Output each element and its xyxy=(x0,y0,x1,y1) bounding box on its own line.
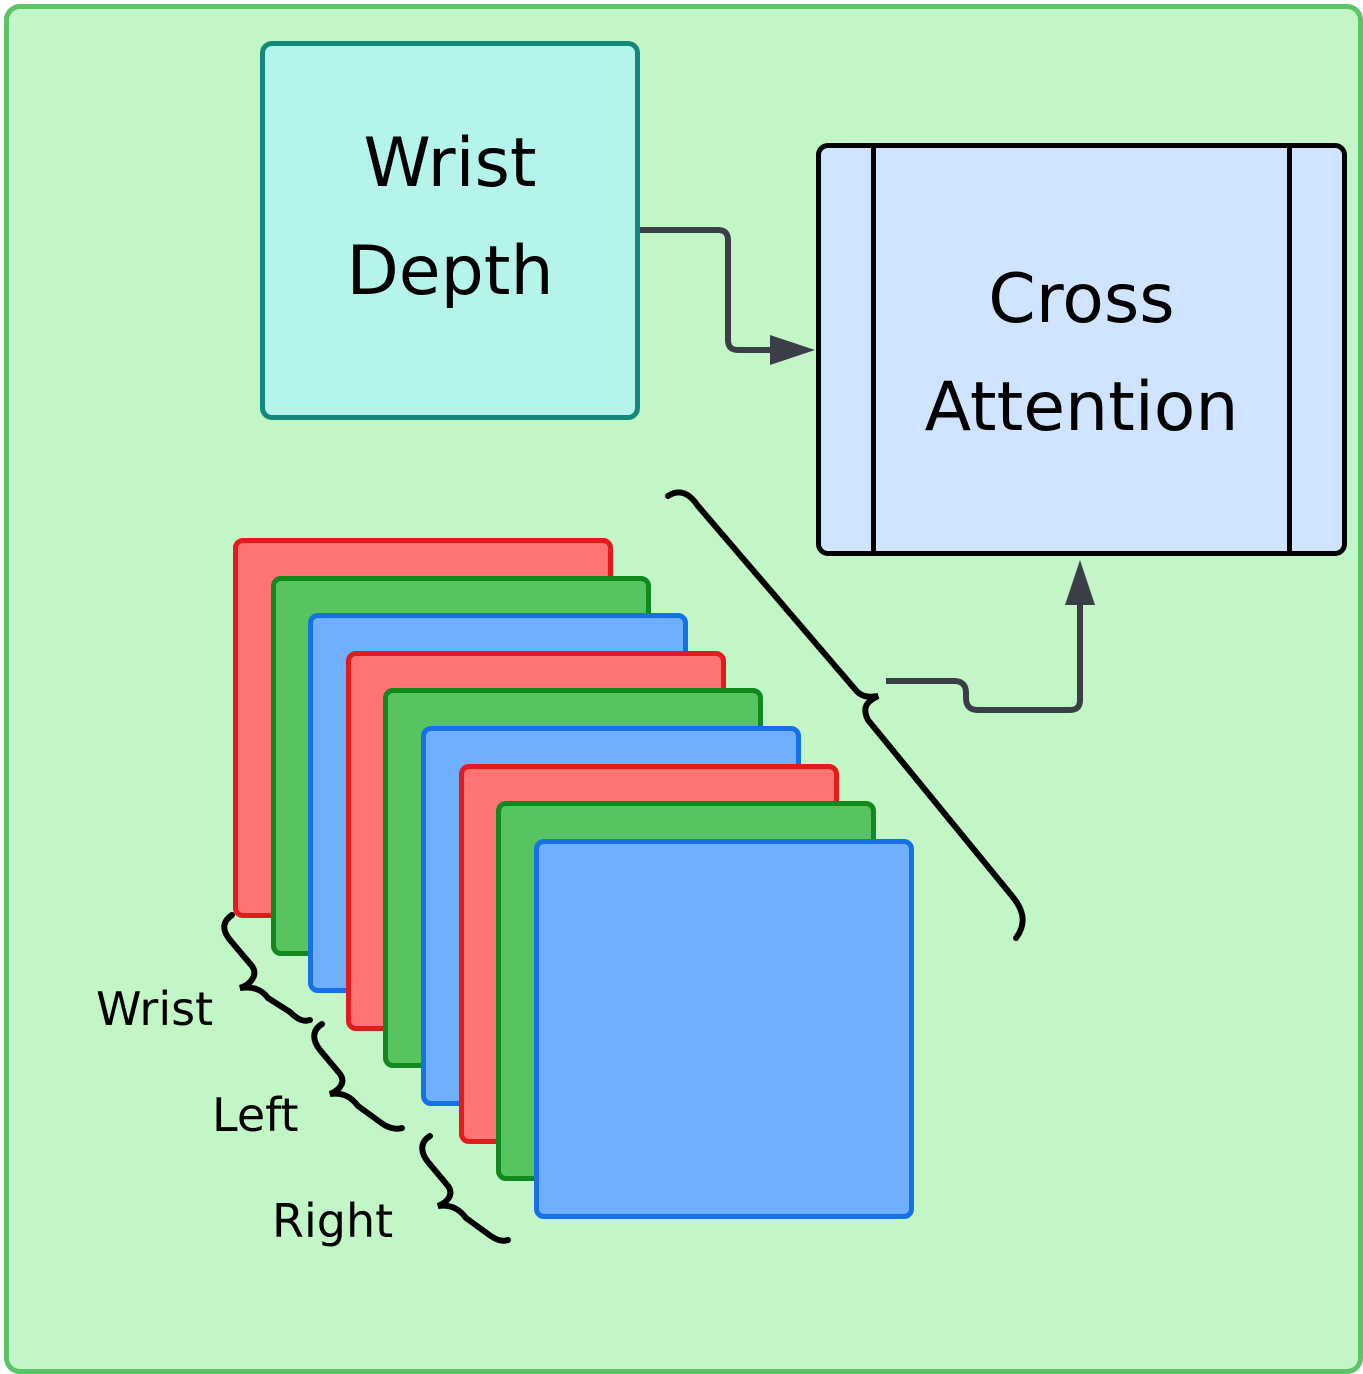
arrow-frame-stack-to-cross-attention xyxy=(886,600,1083,713)
stack-label-left: Left xyxy=(212,1088,299,1142)
cross-attention-left-bar xyxy=(871,148,876,551)
wrist-depth-label-line-2: Depth xyxy=(346,232,554,311)
brace-right xyxy=(419,1133,511,1244)
wrist-depth-box: Wrist Depth xyxy=(260,41,640,420)
stack-label-right: Right xyxy=(272,1194,394,1248)
wrist-depth-label-line-1: Wrist xyxy=(363,124,537,203)
arrowhead-cross-attention-left xyxy=(770,335,815,365)
brace-frame-stack xyxy=(665,489,1026,941)
cross-attention-label-line-2: Attention xyxy=(924,368,1239,447)
cross-attention-box: Cross Attention xyxy=(816,143,1347,556)
brace-wrist xyxy=(221,912,313,1024)
brace-left xyxy=(311,1021,405,1132)
frame-blue-9 xyxy=(534,839,914,1219)
cross-attention-label-line-1: Cross xyxy=(988,260,1175,339)
arrow-wrist-depth-to-cross-attention xyxy=(640,227,776,353)
stack-label-wrist: Wrist xyxy=(96,982,214,1036)
cross-attention-right-bar xyxy=(1287,148,1292,551)
arrowhead-cross-attention-bottom xyxy=(1065,560,1095,605)
